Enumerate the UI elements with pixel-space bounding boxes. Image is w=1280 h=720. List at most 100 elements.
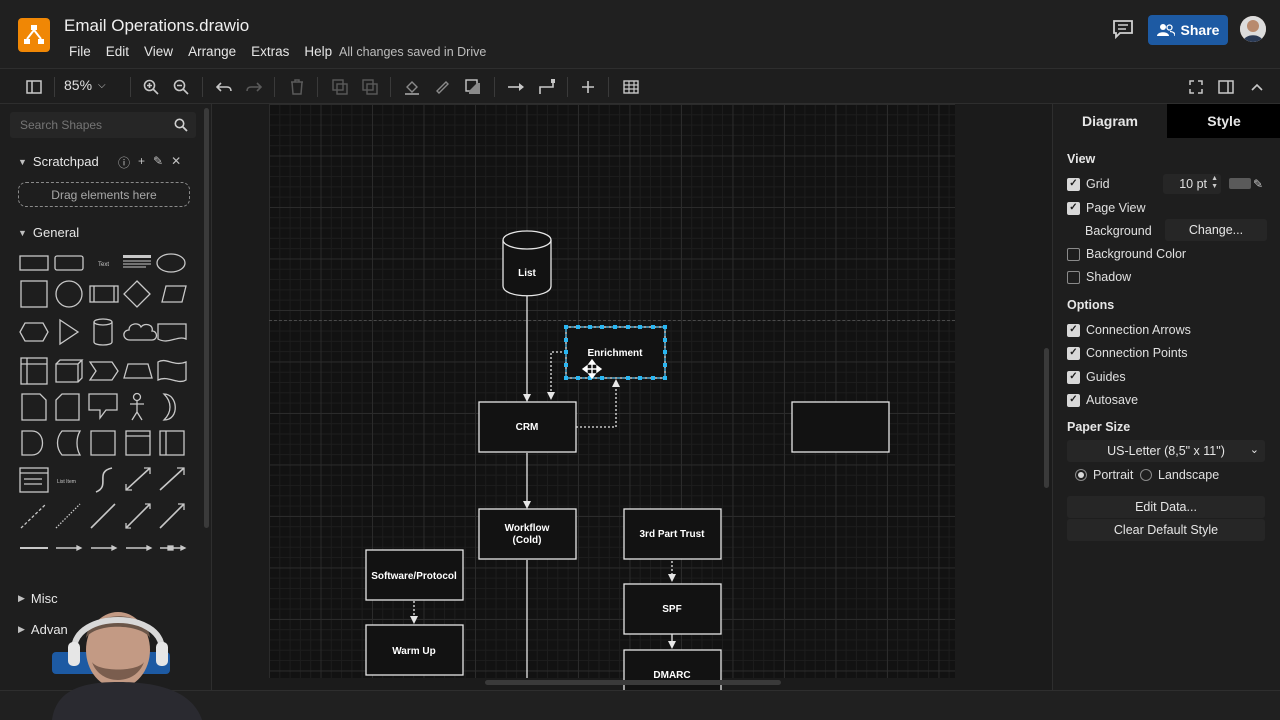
collapse-chevron-icon[interactable] xyxy=(1247,77,1267,97)
shape-rectangle xyxy=(19,255,49,271)
diagram-svg[interactable]: List Enrichment CRM Workflow (Cold) 3rd … xyxy=(212,104,1052,690)
autosave-option[interactable]: Autosave xyxy=(1067,393,1138,407)
zoom-out-icon[interactable] xyxy=(171,77,191,97)
comments-icon[interactable] xyxy=(1112,19,1134,40)
misc-header[interactable]: ▶ Misc xyxy=(18,591,58,606)
format-panel-icon[interactable] xyxy=(1216,77,1236,97)
shadow-checkbox[interactable] xyxy=(1067,270,1080,284)
edit-icon[interactable]: ✎ xyxy=(153,154,164,168)
scratchpad-dropzone[interactable]: Drag elements here xyxy=(18,182,190,207)
grid-color-swatch[interactable] xyxy=(1229,178,1251,189)
menu-arrange[interactable]: Arrange xyxy=(188,44,237,59)
help-icon[interactable]: ⓘ xyxy=(118,156,131,170)
line-color-icon[interactable] xyxy=(432,77,452,97)
autosave-checkbox[interactable] xyxy=(1067,393,1080,407)
grid-checkbox[interactable] xyxy=(1067,177,1080,191)
close-icon[interactable]: ✕ xyxy=(171,154,182,168)
title-bar: Email Operations.drawio File Edit View A… xyxy=(0,0,1280,68)
share-button[interactable]: Share xyxy=(1148,15,1228,45)
connection-arrows-checkbox[interactable] xyxy=(1067,323,1080,337)
grid-option[interactable]: Grid xyxy=(1067,177,1110,191)
to-front-icon[interactable] xyxy=(330,77,350,97)
menu-help[interactable]: Help xyxy=(304,44,333,59)
zoom-dropdown[interactable]: 85% ⌵ xyxy=(64,77,106,93)
spinner-icon[interactable]: ▲▼ xyxy=(1211,175,1218,190)
fill-color-icon[interactable] xyxy=(402,77,422,97)
shapes-scrollbar[interactable] xyxy=(204,108,209,528)
portrait-radio[interactable] xyxy=(1075,469,1087,481)
paper-size-select[interactable]: US-Letter (8,5" x 11") ⌄ xyxy=(1067,440,1265,462)
shape-parallelogram xyxy=(161,285,187,303)
connection-points-option[interactable]: Connection Points xyxy=(1067,346,1187,360)
format-panel-toggle-icon[interactable] xyxy=(24,77,44,97)
document-title[interactable]: Email Operations.drawio xyxy=(64,16,250,35)
shadow-label: Shadow xyxy=(1086,270,1132,284)
shadow-option[interactable]: Shadow xyxy=(1067,270,1131,284)
scratchpad-label: Scratchpad xyxy=(32,154,99,169)
node-crm-label: CRM xyxy=(516,422,539,433)
background-color-option[interactable]: Background Color xyxy=(1067,247,1186,261)
general-shapes-grid[interactable]: Text xyxy=(16,250,192,560)
clear-default-style-button[interactable]: Clear Default Style xyxy=(1067,519,1265,541)
tab-style[interactable]: Style xyxy=(1167,104,1280,138)
search-icon[interactable] xyxy=(174,118,188,132)
guides-option[interactable]: Guides xyxy=(1067,370,1126,384)
chevron-down-icon: ⌄ xyxy=(1249,444,1259,456)
diagram-page[interactable] xyxy=(269,104,955,678)
delete-icon[interactable] xyxy=(287,77,307,97)
scratchpad-header[interactable]: ▼ Scratchpad xyxy=(18,154,99,169)
shape-step xyxy=(88,361,119,381)
node-software-label: Software/Protocol xyxy=(371,571,457,582)
redo-icon[interactable] xyxy=(244,77,264,97)
waypoints-icon[interactable] xyxy=(537,77,557,97)
advanced-label: Advan xyxy=(30,622,68,637)
portrait-option[interactable]: Portrait xyxy=(1075,468,1133,482)
zoom-in-icon[interactable] xyxy=(141,77,161,97)
webcam-overlay xyxy=(52,590,208,720)
background-color-checkbox[interactable] xyxy=(1067,247,1080,261)
menu-view[interactable]: View xyxy=(144,44,174,59)
node-third-party-label: 3rd Part Trust xyxy=(639,529,705,540)
page-view-option[interactable]: Page View xyxy=(1067,201,1146,215)
advanced-header[interactable]: ▶ Advan xyxy=(18,622,68,637)
landscape-radio[interactable] xyxy=(1140,469,1152,481)
drawio-logo[interactable] xyxy=(18,18,50,52)
page-view-checkbox[interactable] xyxy=(1067,201,1080,215)
search-input[interactable] xyxy=(20,118,170,132)
page-break-line xyxy=(269,320,955,321)
canvas-horizontal-scrollbar[interactable] xyxy=(485,680,781,685)
save-status[interactable]: All changes saved in Drive xyxy=(339,45,487,59)
insert-plus-icon[interactable] xyxy=(578,77,598,97)
table-icon[interactable] xyxy=(621,77,641,97)
color-picker-icon[interactable]: ✎ xyxy=(1253,177,1264,191)
guides-checkbox[interactable] xyxy=(1067,370,1080,384)
tab-diagram[interactable]: Diagram xyxy=(1053,104,1167,138)
node-spf xyxy=(623,583,722,635)
diagram-canvas[interactable]: List Enrichment CRM Workflow (Cold) 3rd … xyxy=(212,104,1052,690)
to-back-icon[interactable] xyxy=(360,77,380,97)
shadow-icon[interactable] xyxy=(463,77,483,97)
connection-arrows-option[interactable]: Connection Arrows xyxy=(1067,323,1191,337)
menu-extras[interactable]: Extras xyxy=(251,44,290,59)
shape-line xyxy=(90,503,116,529)
connection-arrow-icon[interactable] xyxy=(506,77,526,97)
undo-icon[interactable] xyxy=(214,77,234,97)
connection-points-checkbox[interactable] xyxy=(1067,346,1080,360)
general-header[interactable]: ▼ General xyxy=(18,225,79,240)
change-background-button[interactable]: Change... xyxy=(1165,219,1267,241)
shape-text: Text xyxy=(98,262,109,268)
search-box[interactable] xyxy=(10,112,196,138)
node-list-label: List xyxy=(518,268,536,279)
add-icon[interactable]: + xyxy=(138,154,146,168)
fullscreen-icon[interactable] xyxy=(1186,77,1206,97)
edit-data-button[interactable]: Edit Data... xyxy=(1067,496,1265,518)
shapes-panel: ▼ Scratchpad ⓘ + ✎ ✕ Drag elements here … xyxy=(0,104,212,690)
grid-size-input[interactable]: 10 pt ▲▼ xyxy=(1163,174,1221,194)
shape-delay xyxy=(21,430,44,456)
menu-file[interactable]: File xyxy=(69,44,91,59)
landscape-option[interactable]: Landscape xyxy=(1140,468,1219,482)
avatar[interactable] xyxy=(1240,16,1266,42)
shape-note xyxy=(21,393,47,421)
canvas-vertical-scrollbar[interactable] xyxy=(1044,348,1049,488)
menu-edit[interactable]: Edit xyxy=(105,44,130,59)
